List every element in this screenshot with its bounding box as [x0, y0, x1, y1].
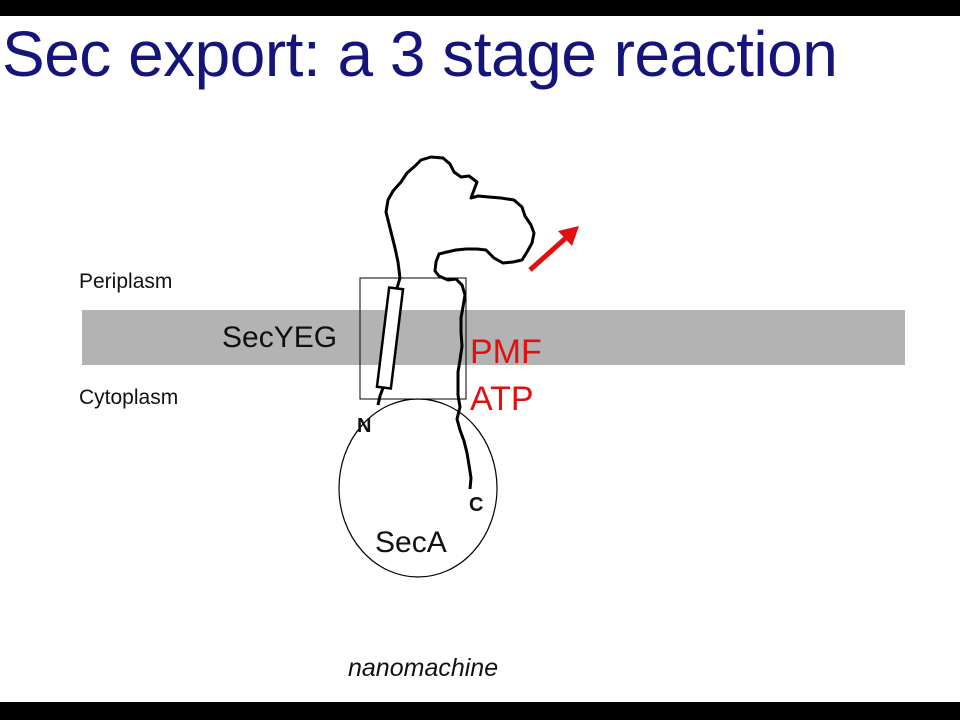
- nanomachine-caption: nanomachine: [348, 654, 499, 682]
- atp-label: ATP: [470, 380, 534, 418]
- secyeg-label: SecYEG: [222, 321, 338, 354]
- signal-peptide-helix: [375, 286, 405, 390]
- slide: Sec export: a 3 stage reaction Periplasm…: [0, 16, 960, 702]
- seca-label: SecA: [375, 526, 447, 559]
- polypeptide-n-segment: [376, 387, 385, 406]
- export-arrow-icon: [528, 226, 579, 272]
- polypeptide-chain: [384, 155, 536, 490]
- slide-title: Sec export: a 3 stage reaction: [2, 18, 838, 90]
- cytoplasm-label: Cytoplasm: [79, 386, 179, 409]
- membrane-band: [82, 310, 905, 365]
- pmf-label: PMF: [470, 333, 542, 371]
- n-terminus-label: N: [357, 415, 372, 437]
- periplasm-label: Periplasm: [79, 270, 173, 293]
- sec-export-diagram: [82, 155, 905, 578]
- c-terminus-label: C: [469, 494, 484, 516]
- seca-circle: [338, 398, 498, 578]
